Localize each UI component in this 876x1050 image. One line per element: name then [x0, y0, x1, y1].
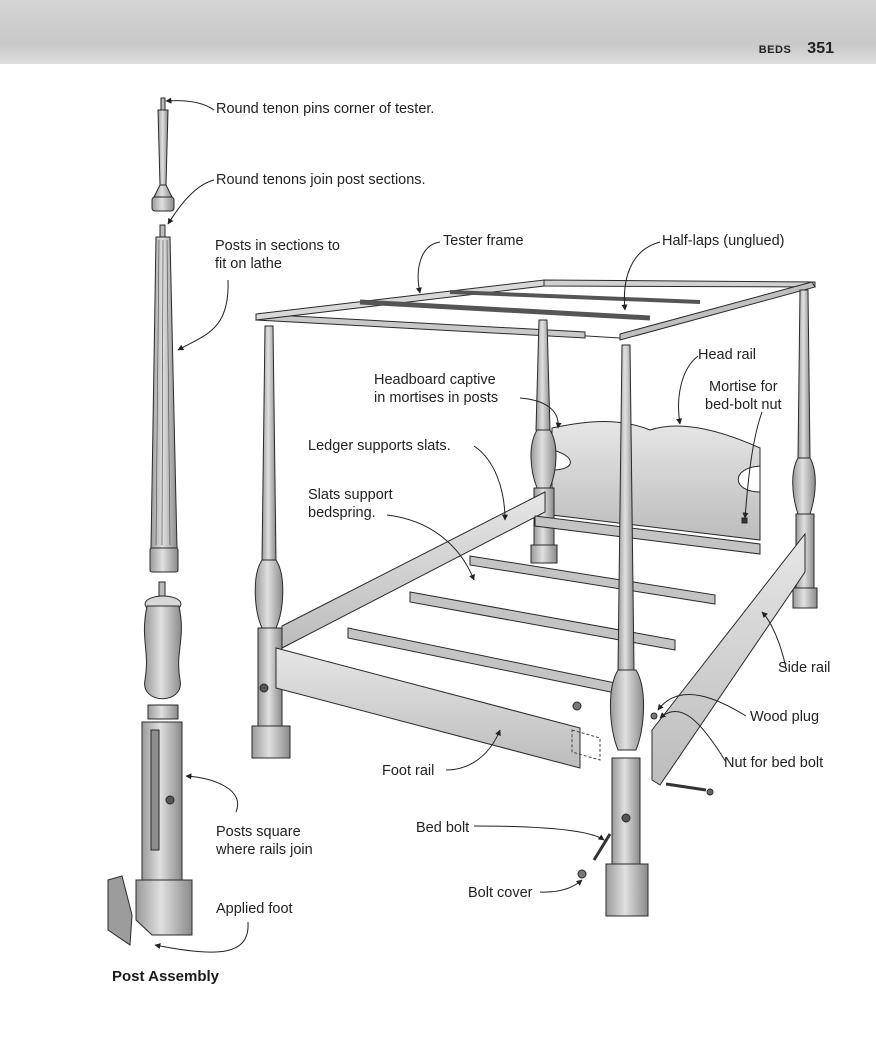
exploded-post — [107, 97, 193, 946]
label-wood-plug: Wood plug — [750, 709, 820, 725]
label-round-tenons-join: Round tenons join post sections. — [216, 172, 426, 188]
label-posts-square: Posts square where rails join — [216, 824, 313, 858]
label-bed-bolt: Bed bolt — [416, 820, 470, 836]
label-posts-in-sections: Posts in sections to fit on lathe — [215, 238, 340, 272]
assembled-bed — [251, 279, 818, 917]
section-name: BEDS — [758, 44, 792, 56]
label-side-rail: Side rail — [778, 660, 831, 676]
running-head: BEDS 351 — [759, 40, 834, 58]
label-foot-rail: Foot rail — [382, 763, 435, 779]
label-head-rail: Head rail — [698, 347, 757, 363]
label-mortise-bed-bolt-nut: Mortise for bed-bolt nut — [705, 379, 782, 413]
label-bolt-cover: Bolt cover — [468, 885, 533, 901]
page-header-band — [0, 0, 876, 64]
leader-lines — [154, 97, 787, 953]
label-applied-foot: Applied foot — [216, 901, 293, 917]
label-tester-frame: Tester frame — [443, 233, 524, 249]
label-headboard-captive: Headboard captive in mortises in posts — [374, 372, 499, 406]
label-nut-for-bed-bolt: Nut for bed bolt — [724, 755, 824, 771]
label-slats-support-bedspring: Slats support bedspring. — [308, 487, 393, 521]
page-number: 351 — [807, 40, 834, 57]
figure-caption: Post Assembly — [112, 968, 219, 985]
label-half-laps: Half-laps (unglued) — [662, 233, 785, 249]
label-round-tenon-tester: Round tenon pins corner of tester. — [216, 101, 435, 117]
label-ledger-supports-slats: Ledger supports slats. — [308, 438, 451, 454]
